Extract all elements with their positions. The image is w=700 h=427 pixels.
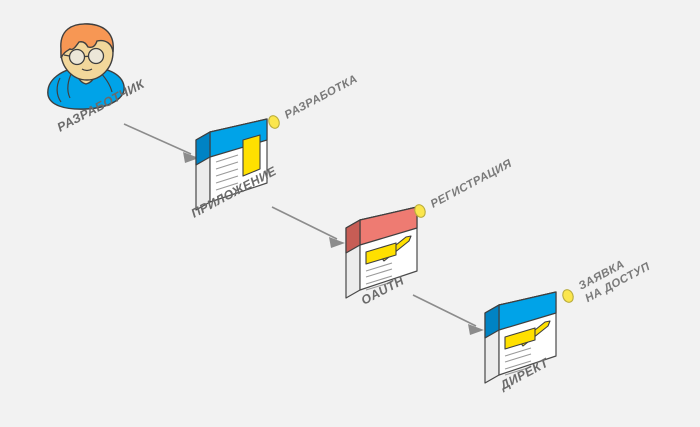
arrow-oauth-to-direct xyxy=(412,294,484,335)
step-label-development: РАЗРАБОТКА xyxy=(283,73,360,122)
step-marker-access-request xyxy=(562,289,574,303)
arrow-developer-to-application xyxy=(123,123,199,163)
developer-avatar xyxy=(47,23,125,110)
step-marker-registration xyxy=(414,204,426,218)
card-application xyxy=(195,118,268,211)
step-marker-development xyxy=(268,115,280,129)
arrow-application-to-oauth xyxy=(271,206,345,248)
card-oauth xyxy=(345,206,418,299)
card-direct xyxy=(484,291,557,384)
step-label-registration: РЕГИСТРАЦИЯ xyxy=(429,158,515,211)
step-label-access-request: ЗАЯВКА НА ДОСТУП xyxy=(577,258,653,305)
